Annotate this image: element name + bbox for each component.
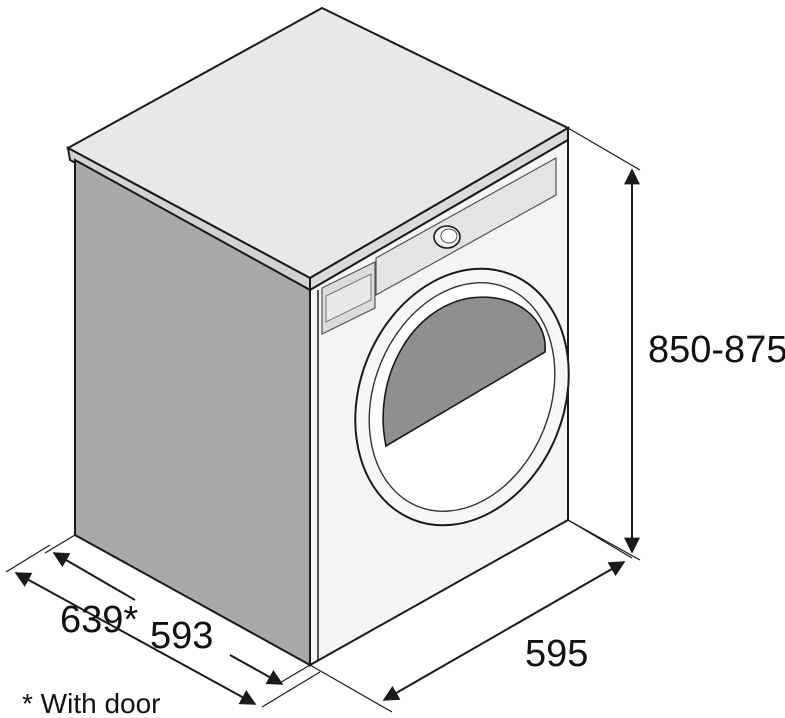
depth-with-door-dimension: 639* — [5, 544, 321, 708]
dryer-door-window — [382, 296, 546, 448]
depth-with-door-label: 639* — [60, 599, 138, 641]
width-dimension: 595 — [309, 519, 633, 713]
program-knob-icon — [433, 225, 461, 249]
depth-arrow-right — [229, 654, 284, 685]
depth-with-door-arrow — [14, 572, 257, 705]
height-label: 850-875 — [648, 329, 785, 371]
height-dimension: 850-875 — [567, 127, 785, 561]
dryer-body — [65, 6, 571, 667]
width-label: 595 — [525, 633, 588, 675]
width-arrow — [382, 561, 626, 701]
with-door-footnote: * With door — [22, 688, 161, 718]
dryer-control-panel — [375, 156, 557, 297]
dryer-water-drawer-inner — [325, 273, 372, 323]
